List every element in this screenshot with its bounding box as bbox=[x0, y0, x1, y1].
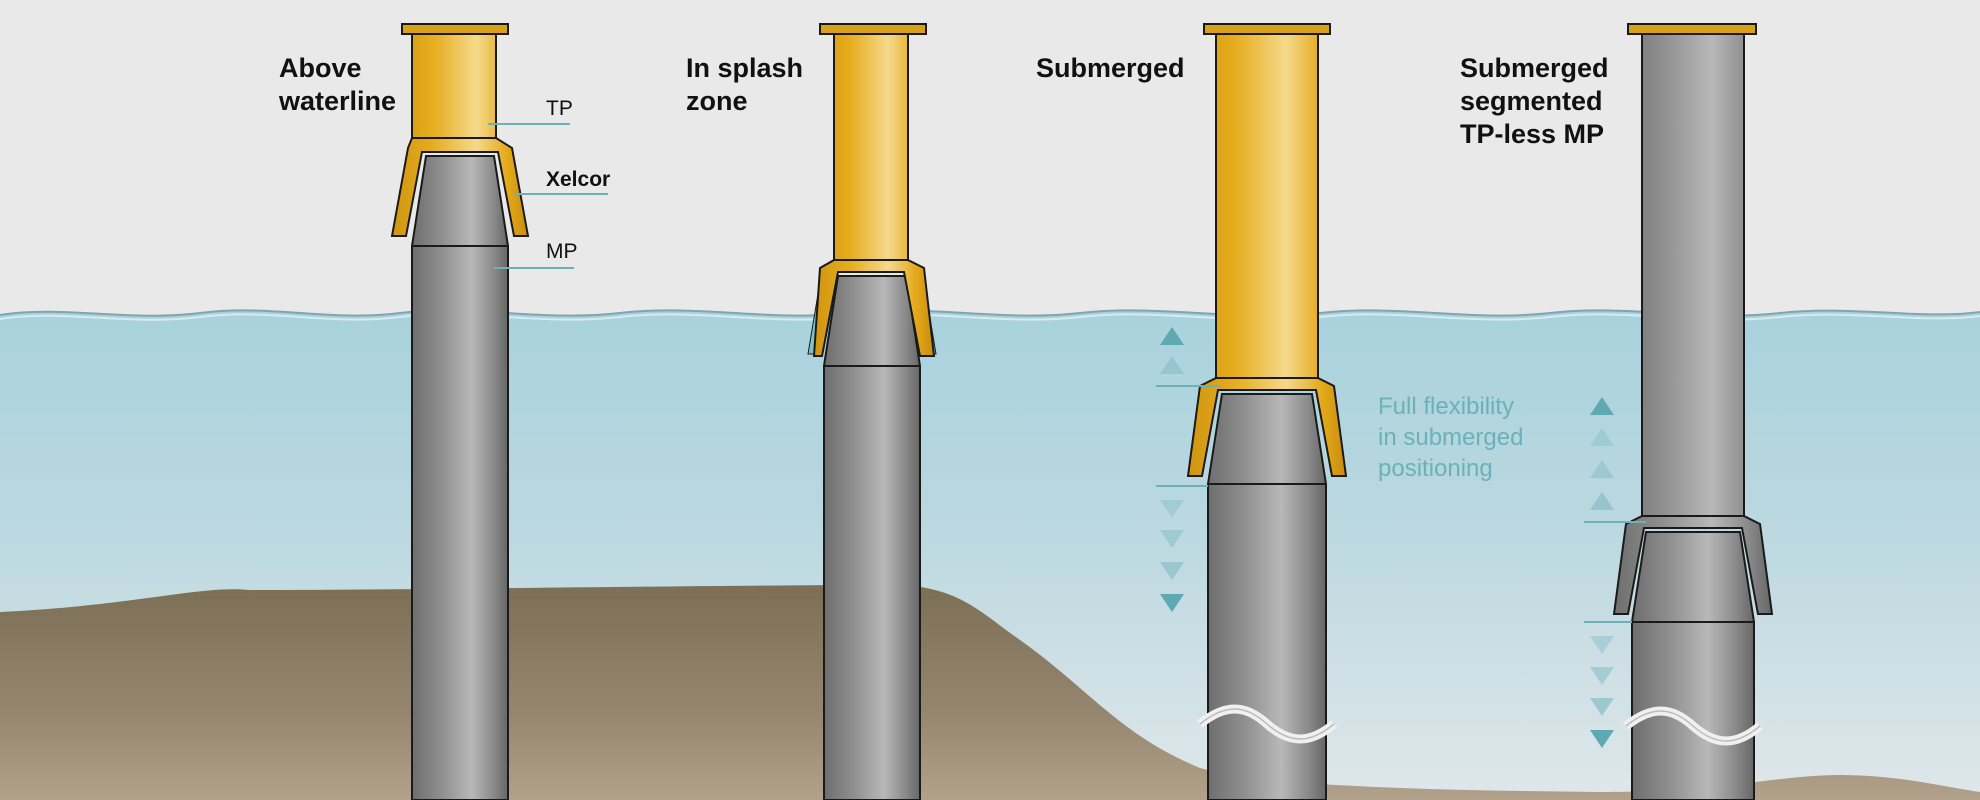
arrow-down-icon bbox=[1160, 530, 1184, 548]
pile-above-waterline bbox=[390, 23, 608, 800]
range-arrows-segmented bbox=[1590, 397, 1614, 748]
mp-label: MP bbox=[546, 240, 578, 263]
monopile bbox=[411, 155, 509, 800]
arrow-down-icon bbox=[1590, 636, 1614, 654]
arrow-up-icon bbox=[1590, 428, 1614, 446]
arrow-down-icon bbox=[1160, 562, 1184, 580]
panel-title-submerged: Submerged bbox=[1036, 53, 1185, 83]
monopile bbox=[823, 275, 921, 800]
arrow-up-icon bbox=[1160, 356, 1184, 374]
arrow-up-icon bbox=[1590, 492, 1614, 510]
pile-splash-zone bbox=[807, 23, 937, 800]
tp-flange bbox=[819, 23, 927, 35]
arrow-down-icon bbox=[1590, 698, 1614, 716]
range-arrows-submerged bbox=[1160, 327, 1184, 612]
tp-flange bbox=[401, 23, 509, 35]
tp-flange bbox=[1203, 23, 1331, 35]
flexibility-annotation: Full flexibility in submerged positionin… bbox=[1378, 393, 1524, 482]
monopile-lower bbox=[1631, 531, 1755, 800]
pile-submerged bbox=[1156, 23, 1348, 800]
arrow-down-icon bbox=[1160, 594, 1184, 612]
arrow-up-icon bbox=[1590, 397, 1614, 415]
panel-title-segmented: Submerged segmented TP-less MP bbox=[1460, 53, 1609, 149]
arrow-up-icon bbox=[1590, 460, 1614, 478]
arrow-down-icon bbox=[1590, 667, 1614, 685]
tp-label: TP bbox=[546, 97, 573, 120]
panel-title-splash-zone: In splash zone bbox=[686, 53, 804, 116]
pile-segmented bbox=[1584, 23, 1774, 800]
arrow-down-icon bbox=[1590, 730, 1614, 748]
arrow-down-icon bbox=[1160, 500, 1184, 518]
xelcor-label: Xelcor bbox=[546, 168, 611, 191]
arrow-up-icon bbox=[1160, 327, 1184, 345]
panel-title-above-waterline: Above waterline bbox=[279, 53, 397, 116]
mp-flange bbox=[1627, 23, 1757, 35]
